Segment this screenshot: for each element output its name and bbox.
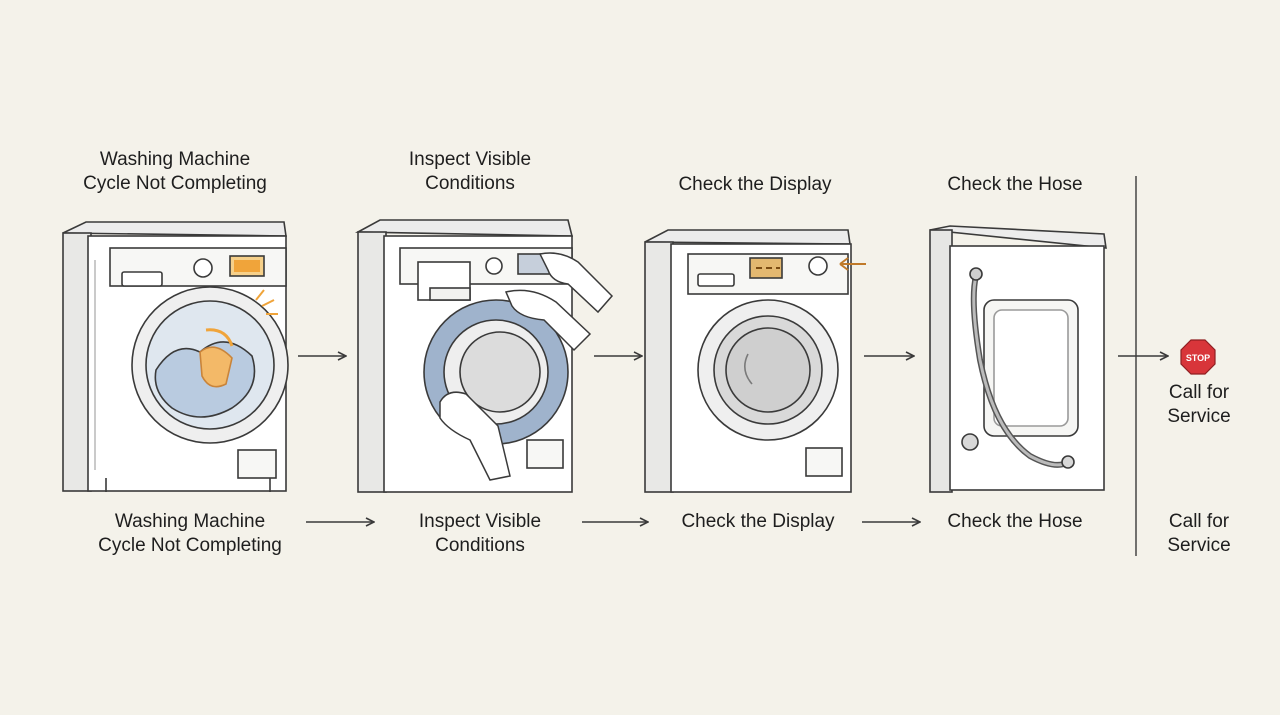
washer-icon — [62, 221, 289, 492]
step3-title: Check the Display — [678, 174, 832, 195]
step2-title: Inspect Visible Conditions — [408, 149, 532, 194]
hose-icon — [929, 225, 1107, 493]
step4-title: Check the Hose — [947, 174, 1083, 195]
hands-icon — [439, 252, 614, 481]
step5-caption: Call for Service — [1167, 511, 1231, 556]
step1-caption: Washing Machine Cycle Not Completing — [98, 511, 282, 556]
stop-sign-text: STOP — [1186, 353, 1210, 363]
stop-sign-icon: STOP — [1180, 339, 1216, 375]
step1-title: Washing Machine Cycle Not Completing — [83, 149, 267, 194]
step3-caption: Check the Display — [681, 511, 835, 532]
step2-caption: Inspect Visible Conditions — [418, 511, 542, 556]
step4-caption: Check the Hose — [947, 511, 1083, 532]
washer-icon — [644, 229, 866, 493]
washer-icon — [354, 219, 574, 493]
step5-title: Call for Service — [1167, 382, 1231, 427]
